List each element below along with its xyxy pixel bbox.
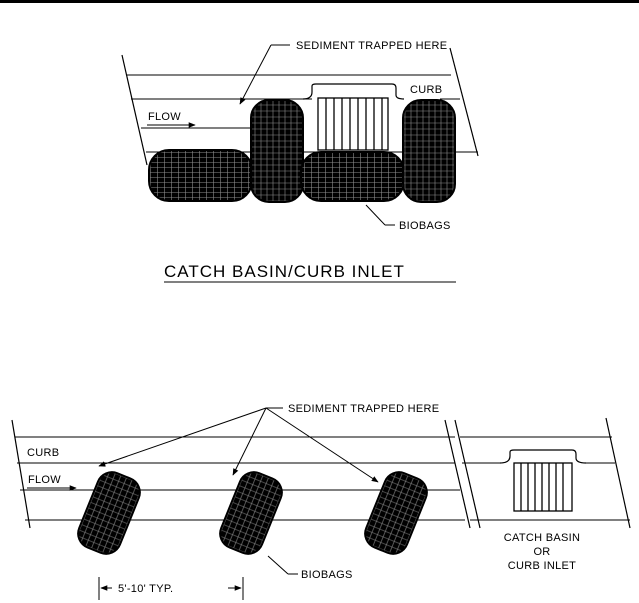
catch-basin-grate [513, 462, 573, 512]
curb-inlet-outline [499, 449, 587, 464]
spacing-label: 5'-10' TYP. [118, 583, 173, 595]
sediment-arrow [239, 44, 272, 105]
curb-label: CURB [27, 447, 59, 459]
biobag [77, 471, 141, 555]
inlet-label-line2: OR [533, 546, 550, 558]
biobag [148, 149, 253, 202]
biobags-leader [365, 204, 386, 226]
biobag [300, 151, 405, 202]
left-slant-edge [121, 54, 148, 166]
top-detail: SEDIMENT TRAPPED HERE CURB FLOW BIOBAGS … [121, 40, 479, 283]
break-line [454, 419, 481, 529]
sediment-label: SEDIMENT TRAPPED HERE [288, 403, 439, 415]
flow-label: FLOW [148, 111, 181, 123]
left-slant-edge [11, 419, 31, 529]
break-line [444, 419, 471, 529]
curb-label: CURB [410, 84, 442, 96]
biobag [219, 471, 283, 555]
catch-basin-grate [317, 97, 389, 151]
inlet-label-line1: CATCH BASIN [504, 532, 580, 544]
grate-bars [325, 98, 383, 150]
inlet-label-line3: CURB INLET [508, 560, 576, 572]
biobags-label: BIOBAGS [301, 569, 353, 581]
biobag [402, 99, 456, 203]
detail-title: CATCH BASIN/CURB INLET [164, 262, 405, 281]
sediment-arrow [265, 407, 379, 483]
biobags-leader [267, 555, 289, 575]
sediment-arrow [98, 407, 267, 467]
biobag [364, 471, 428, 555]
flow-label: FLOW [28, 474, 61, 486]
sediment-arrow [232, 407, 267, 476]
bottom-detail: SEDIMENT TRAPPED HERE CURB FLOW BIOBAGS … [11, 403, 631, 600]
biobags-label: BIOBAGS [399, 220, 451, 232]
grate-bars [520, 463, 564, 511]
right-slant-edge [449, 47, 479, 157]
sediment-label: SEDIMENT TRAPPED HERE [296, 40, 447, 52]
right-slant-edge [605, 417, 631, 529]
biobag [250, 99, 304, 203]
curb-inlet-outline [302, 83, 405, 100]
